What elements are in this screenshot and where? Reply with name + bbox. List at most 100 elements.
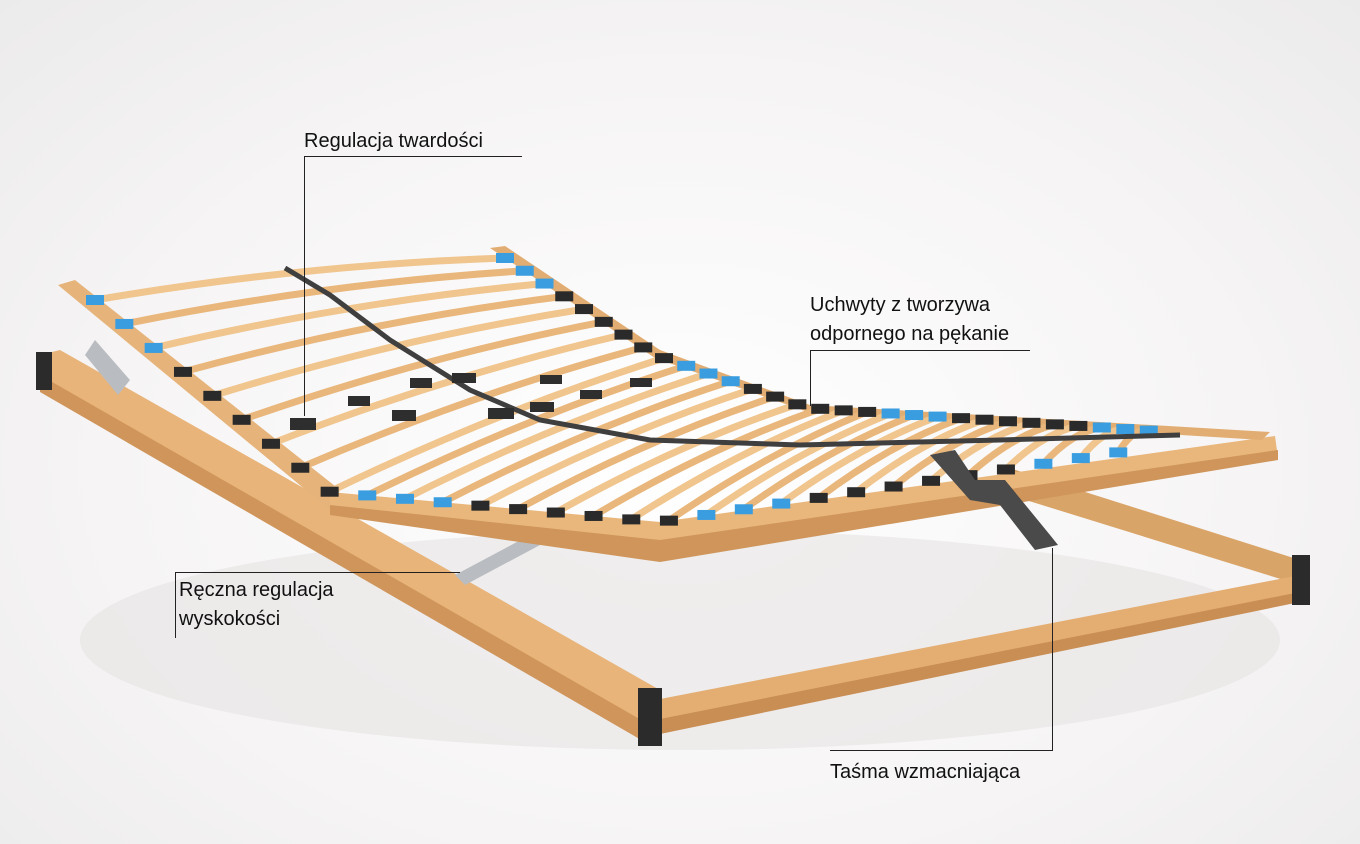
slat-holder — [203, 390, 222, 401]
leader-line — [175, 572, 460, 573]
slat-holder — [1034, 458, 1053, 469]
slat — [666, 408, 869, 524]
slat — [779, 413, 939, 507]
slat-holder — [535, 278, 554, 289]
slat-holder — [594, 316, 613, 327]
base-foot-rail-side — [655, 592, 1300, 735]
slat — [403, 370, 710, 502]
slat-holder — [173, 366, 192, 377]
slat-holder — [634, 342, 653, 353]
height-adjust-bracket — [455, 535, 540, 585]
slat-holder — [555, 291, 574, 302]
annotation-holders-line2: odpornego na pękanie — [810, 323, 1010, 345]
slat-holder — [659, 515, 678, 526]
leader-line — [810, 350, 1030, 351]
slat-holder — [291, 462, 310, 473]
slat — [591, 405, 822, 519]
slat-holder — [1116, 424, 1135, 435]
slat-holder — [811, 403, 830, 414]
slats — [94, 254, 1150, 524]
annotation-reinforcing-strap: Taśma wzmacniająca — [830, 761, 1021, 783]
slat-holder — [86, 295, 104, 305]
annotation-height-line1: Ręczna regulacja — [179, 579, 334, 601]
slat-holder — [1092, 422, 1111, 433]
leader-line — [830, 750, 1053, 751]
slat — [853, 416, 986, 495]
slat-holder — [320, 486, 339, 497]
slat-holder — [834, 405, 853, 416]
center-belt — [283, 265, 1181, 448]
slat — [240, 318, 605, 424]
slat-holder — [766, 391, 785, 402]
slat-holder — [232, 414, 251, 425]
slat-holder — [699, 368, 718, 379]
slat — [478, 385, 754, 509]
slat-holder — [952, 413, 971, 424]
base-left-rail-side — [40, 375, 650, 745]
slat-holder — [614, 329, 633, 340]
slat — [94, 254, 506, 304]
slat-holder — [575, 304, 594, 315]
slat-holder — [144, 342, 163, 353]
slat-holder — [721, 376, 740, 387]
top-left-side-rail — [58, 280, 340, 510]
base-right-rail — [1000, 465, 1300, 585]
top-front-rail — [330, 436, 1278, 560]
slat-holder — [788, 399, 807, 410]
slat — [516, 393, 777, 513]
slat-holder — [1109, 447, 1128, 458]
annotation-holders-line1: Uchwyty z tworzywa — [810, 294, 991, 316]
slat-holder — [928, 411, 947, 422]
base-frame — [36, 340, 1310, 746]
slat-holder — [1069, 420, 1088, 431]
reinforcing-strap — [930, 450, 1058, 550]
slat-holder — [471, 500, 490, 511]
slat-holder — [496, 253, 514, 263]
slat — [704, 410, 892, 518]
slat-holder — [975, 414, 994, 425]
slat-holder — [515, 265, 534, 276]
slat-holder — [996, 464, 1015, 475]
leader-line — [304, 156, 522, 157]
leader-line — [810, 350, 811, 406]
slat — [554, 400, 799, 516]
annotation-height-line2: wyskokości — [179, 608, 281, 630]
slat-holder — [584, 510, 603, 521]
slat-holder — [1139, 425, 1158, 436]
slat-holder — [772, 498, 791, 509]
slat — [928, 419, 1033, 484]
slat-holder — [677, 360, 696, 371]
end-cap — [638, 688, 662, 746]
slat-holder — [1071, 453, 1090, 464]
slat-holder — [922, 475, 941, 486]
slat — [741, 411, 916, 513]
slat — [629, 407, 845, 523]
slat-holder — [655, 353, 674, 364]
slat-holder — [115, 318, 134, 329]
slat-holder — [261, 438, 280, 449]
slat-holder — [905, 410, 924, 421]
slat — [966, 420, 1056, 478]
slat-holder — [509, 504, 528, 515]
slat-holder — [998, 416, 1017, 427]
slat — [269, 331, 625, 448]
slat-holder — [881, 408, 900, 419]
slat — [298, 344, 645, 471]
slat-holder — [734, 504, 753, 515]
slat-holder — [433, 497, 452, 508]
slat-holder — [358, 490, 377, 501]
slat-holder — [622, 514, 641, 525]
slat-holder — [1045, 419, 1064, 430]
leader-line — [175, 572, 176, 638]
slat-holder — [884, 481, 903, 492]
hardness-sliders — [290, 373, 652, 430]
slat-holder — [697, 509, 716, 520]
slat — [441, 377, 732, 506]
top-front-rail-side — [330, 450, 1278, 562]
slat-holder — [743, 383, 762, 394]
slat — [152, 280, 545, 352]
slat-holder — [847, 487, 866, 498]
end-cap — [36, 352, 52, 390]
slat — [816, 414, 963, 501]
slat-holder — [858, 406, 877, 417]
